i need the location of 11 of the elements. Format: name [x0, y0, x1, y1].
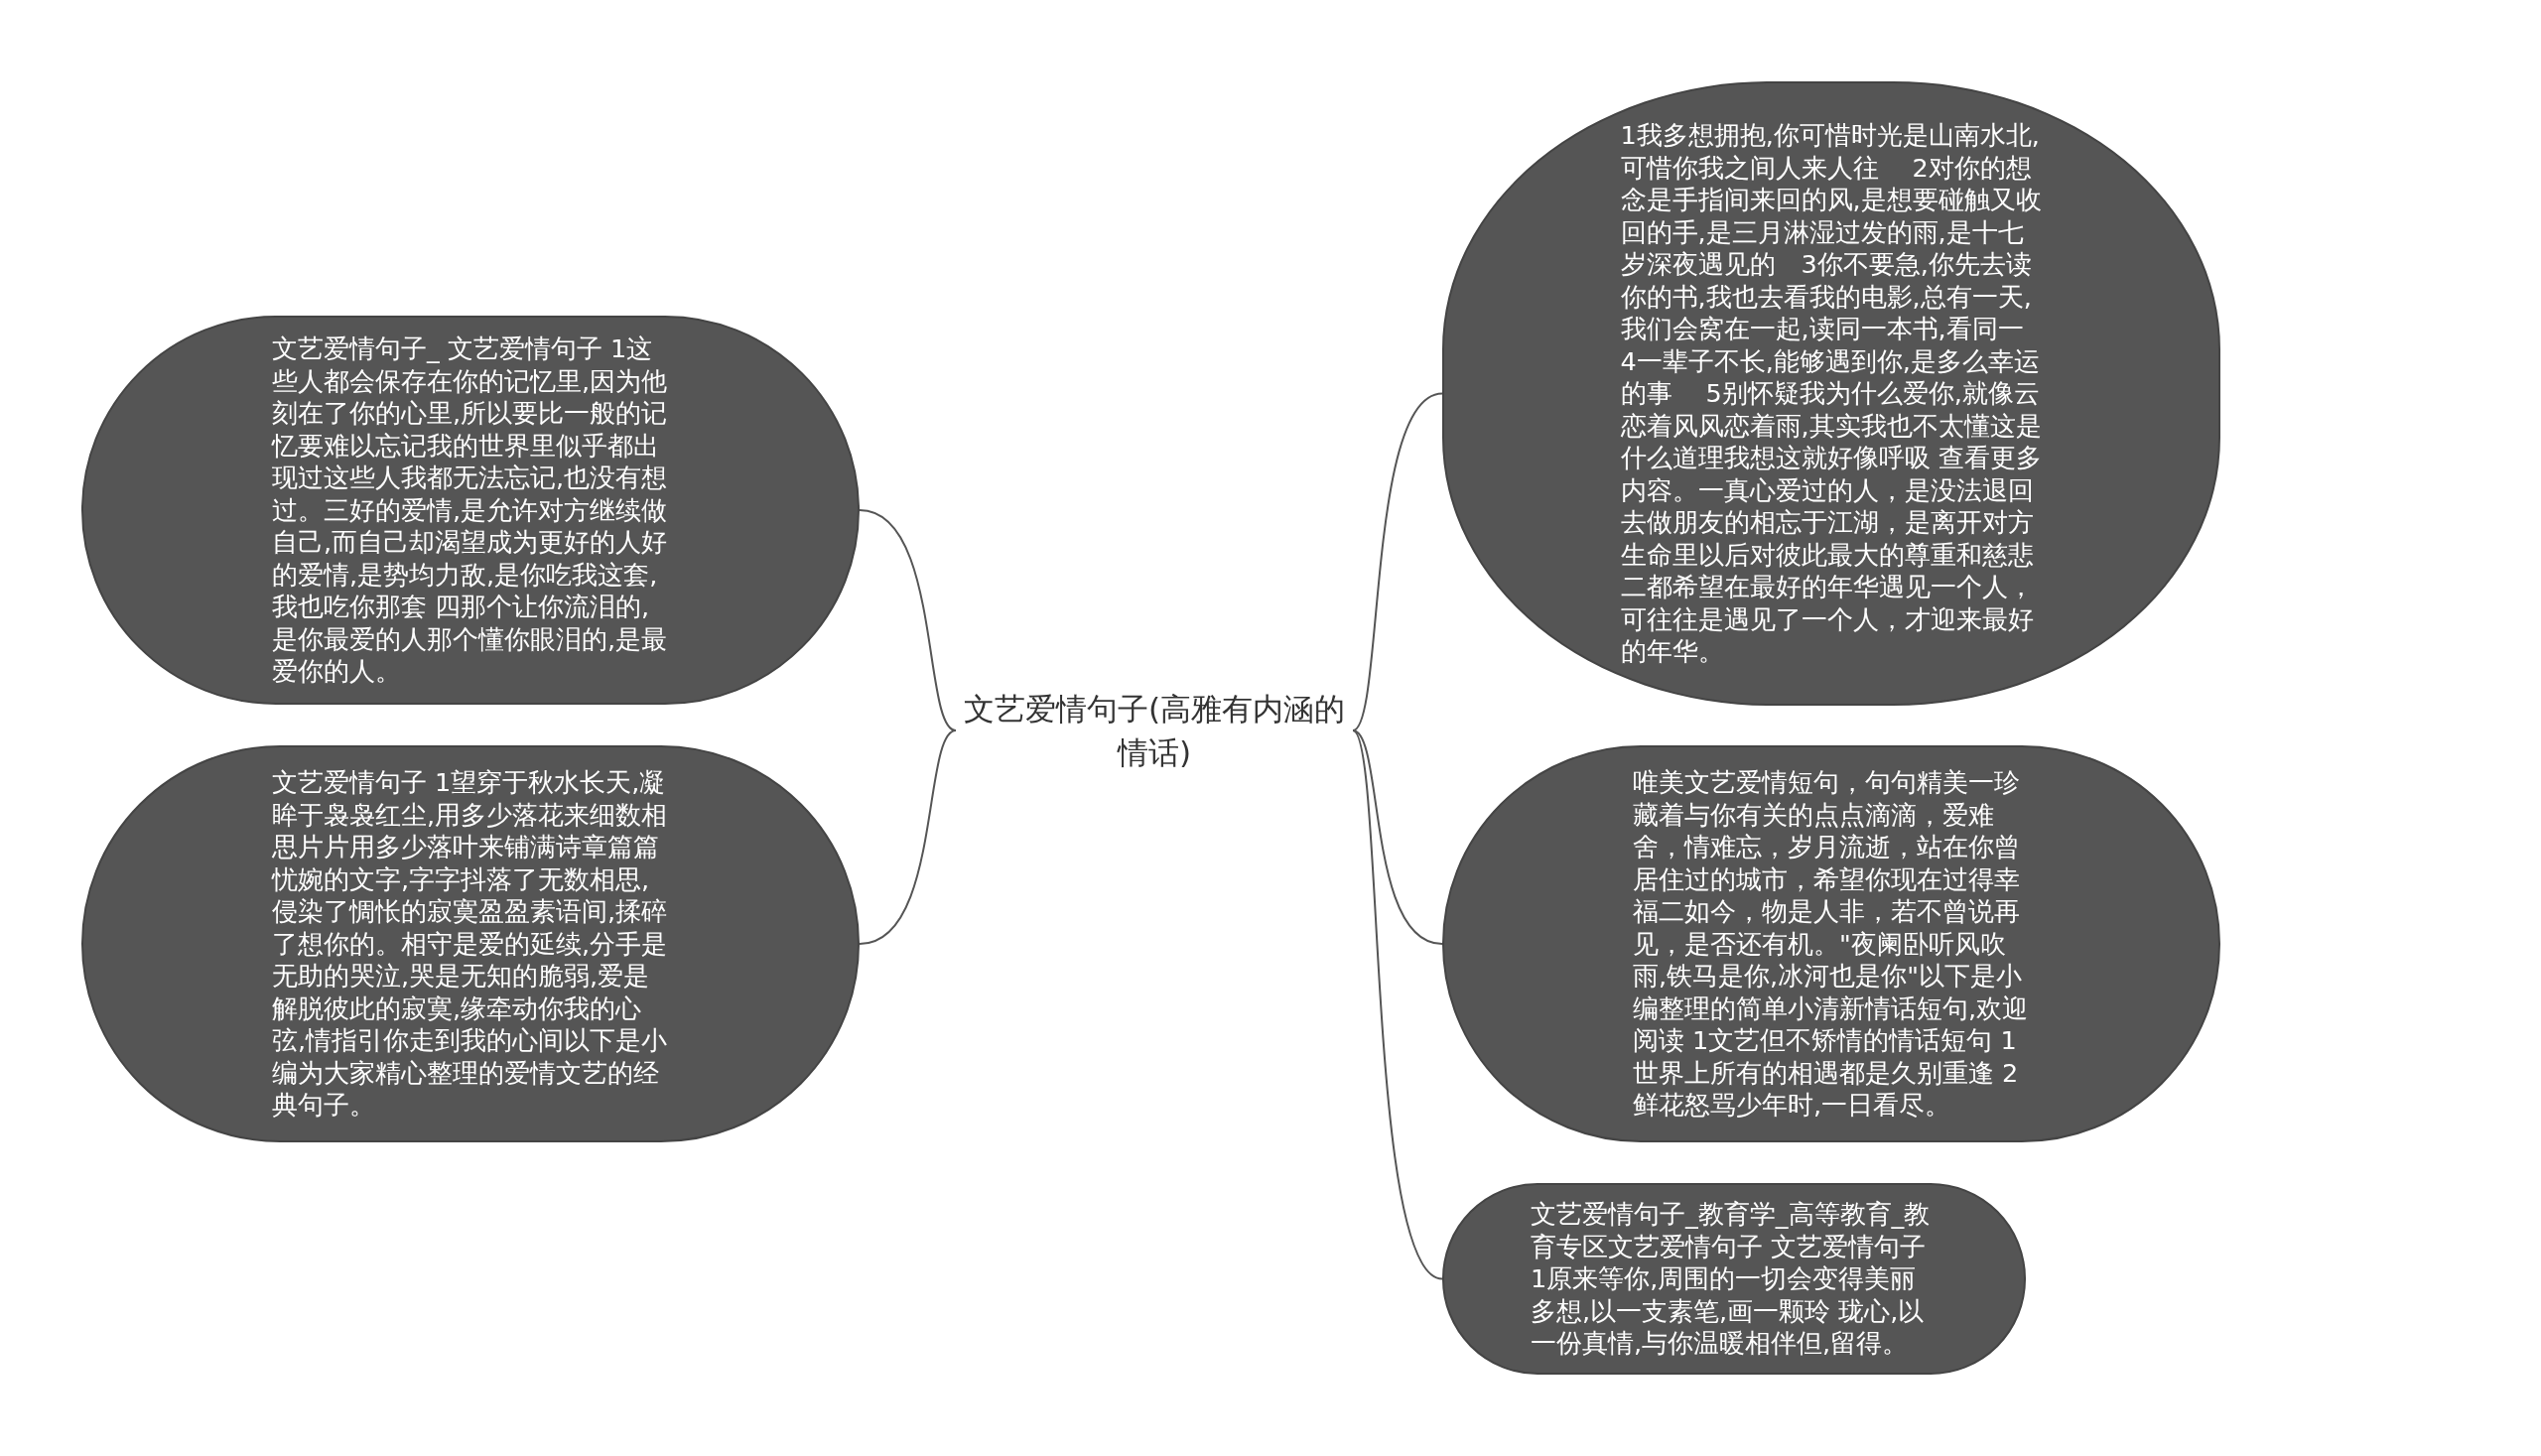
- connector-line: [859, 729, 957, 945]
- connector-line: [1352, 729, 1443, 1280]
- connector-line: [859, 509, 957, 731]
- topic-title: 文艺爱情句子(高雅有内涵的情话): [963, 690, 1346, 772]
- connector-line: [1352, 729, 1443, 945]
- body-text: 唯美文艺爱情短句，句句精美一珍藏着与你有关的点点滴滴，爱难舍，情难忘，岁月流逝，站在你曾居住过的城市，希望你现在过得幸福二如今，物是人非，若不曾说再见，是否还有机。"夜阑卧听风吹雨,铁马是你,冰河也是你"以下是小编整理的简单小清新情话短句,欢迎阅读 1文艺但不矫情的情话短句 1世界上所有的相遇都是久别重逢 2鲜花怒骂少年时,一日看尽。: [1633, 766, 2030, 1122]
- body-text: 文艺爱情句子 1望穿于秋水长天,凝眸于袅袅红尘,用多少落花来细数相思片片用多少落叶来铺满诗章篇篇忧婉的文字,字字抖落了无数相思,侵染了惆怅的寂寞盈盈素语间,揉碎了想你的。相守是爱的延续,分手是无助的哭泣,哭是无知的脆弱,爱是解脱彼此的寂寞,缘牵动你我的心弦,情指引你走到我的心间以下是小编为大家精心整理的爱情文艺的经典句子。: [272, 766, 669, 1122]
- body-text: 1我多想拥抱,你可惜时光是山南水北,可惜你我之间人来人往 2对你的想念是手指间来回的风,是想要碰触又收回的手,是三月淋湿过发的雨,是十七岁深夜遇见的 3你不要急,你先去读你的书,我也去看我的电影,总有一天,我们会窝在一起,读同一本书,看同一 4一辈子不长,能够遇到你,是多么幸运的事 5别怀疑我为什么爱你,就像云恋着风风恋着雨,其实我也不太懂这是什么道理我想这就好像呼吸 查看更多内容。一真心爱过的人，是没法退回去做朋友的相忘于江湖，是离开对方生命里以后对彼此最大的尊重和慈悲二都希望在最好的年华遇见一个人，可往往是遇见了一个人，才迎来最好的年华。: [1620, 119, 2043, 668]
- body-text: 文艺爱情句子_教育学_高等教育_教育专区文艺爱情句子 文艺爱情句子 1原来等你,周围的一切会变得美丽多想,以一支素笔,画一颗玲 珑心,以一份真情,与你温暖相伴但,留得。: [1531, 1198, 1932, 1360]
- connector-line: [1352, 392, 1443, 731]
- body-text: 文艺爱情句子_ 文艺爱情句子 1这些人都会保存在你的记忆里,因为他刻在了你的心里,所以要比一般的记忆要难以忘记我的世界里似乎都出现过这些人我都无法忘记,也没有想过。三好的爱情,是允许对方继续做自己,而自己却渴望成为更好的人好的爱情,是势均力敌,是你吃我这套,我也吃你那套 四那个让你流泪的,是你最爱的人那个懂你眼泪的,是最爱你的人。: [272, 332, 669, 688]
